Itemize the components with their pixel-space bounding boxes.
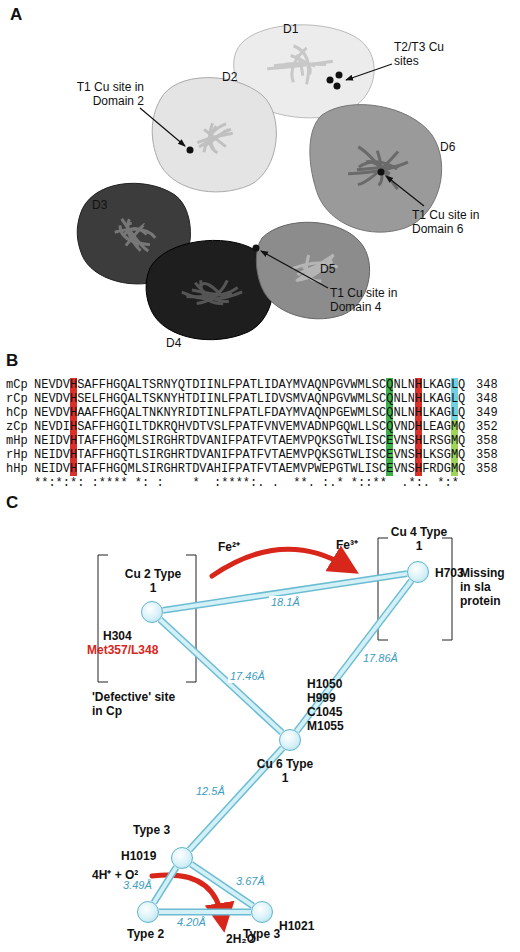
panel-letter: C [6, 494, 18, 512]
alignment-text: 358 [476, 448, 498, 462]
strand [204, 124, 226, 152]
protein-ribbon [77, 25, 441, 340]
tube-line [159, 910, 251, 914]
annotation: D1 [283, 22, 298, 36]
alignment-text: NEIDVHTAFFHGQMLSIRGHRTDVAHIFPATFVTAEMVPW… [34, 462, 465, 476]
annotation: D6 [440, 140, 455, 154]
copper-site: Type 3H1021 [251, 901, 273, 923]
alignment-text: hCp [6, 406, 28, 420]
annotation: Fe²⁺ [218, 540, 240, 554]
annotation: T2/T3 Cu sites [394, 40, 464, 68]
alignment-text: rCp [6, 392, 28, 406]
strand [128, 219, 141, 251]
residue-label: H703 [435, 566, 475, 580]
tube-line [163, 574, 407, 611]
distance-label: 17.86Å [361, 652, 400, 665]
alignment-text: 348 [476, 378, 498, 392]
annotation: T1 Cu site in Domain 4 [330, 286, 426, 314]
alignment-text: 349 [476, 406, 498, 420]
annotation: D3 [92, 198, 107, 212]
annotation: Fe³⁺ [336, 538, 358, 552]
alignment-text: NEVDVHSAFFHGQALTSRNYQTDIINLFPATLIDAYMVAQ… [34, 378, 465, 392]
copper-site: Type 2 [137, 901, 159, 923]
tube-line [159, 909, 251, 916]
annotation: D4 [166, 336, 181, 350]
strand [267, 61, 333, 69]
copper-dots [187, 72, 385, 252]
alignment-text: 358 [476, 462, 498, 476]
alignment-text: mHp [6, 434, 28, 448]
strand [358, 147, 397, 189]
annotation: Missing in sla protein [460, 566, 518, 608]
annotation: D5 [320, 262, 335, 276]
beta-strands [115, 46, 408, 304]
copper-site: Cu 4 Type 1H703 [407, 561, 429, 583]
site-label: Type 2 [127, 927, 177, 941]
alignment-text: rHp [6, 448, 28, 462]
alignment-text: 348 [476, 392, 498, 406]
annotation: 'Defective' site in Cp [92, 690, 182, 718]
copper-site: Cu 2 Type 1H304Met357/L348 [141, 601, 163, 623]
alignment-text: NEVDVHSELFHGQALTSKNYHTDIINLFPATLIDVSMVAQ… [34, 392, 465, 406]
tube-line [154, 867, 176, 902]
site-label: Cu 4 Type 1 [389, 525, 449, 553]
distance-connector [160, 619, 282, 732]
strand [291, 55, 311, 74]
strand [120, 225, 150, 244]
annotation: T1 Cu site in Domain 6 [412, 208, 508, 236]
distance-label: 17.46Å [228, 670, 267, 683]
alignment-text: NEIDVHTAFFHGQMLSIRGHRTDVANIFPATFVTAEMVPQ… [34, 434, 465, 448]
alignment-text: **:*:*: :**** *: : * :****:. . **. :.* *… [34, 476, 459, 490]
tube-line [160, 619, 282, 732]
distance-connector [163, 574, 407, 611]
residue-label: H1019 [121, 849, 167, 863]
distance-connector [154, 867, 176, 902]
panel-letter: B [6, 352, 18, 370]
brackets [98, 538, 452, 682]
site-label: Cu 6 Type 1 [255, 757, 315, 785]
residue-label: H1050 H999 C1045 M1055 [307, 677, 355, 733]
annotation: D2 [222, 70, 237, 84]
residue-label: Met357/L348 [87, 643, 177, 657]
alignment-text: NEVDIHSAFFHGQILTDKRQHVDTVSLFPATFVNVEMVAD… [34, 420, 465, 434]
distance-connector [159, 912, 251, 913]
strand [197, 280, 228, 303]
distance-label: 4.20Å [175, 916, 208, 929]
strand [197, 133, 233, 142]
distance-label: 18.1Å [269, 596, 302, 609]
leader-lines [140, 64, 424, 288]
tube-line [160, 619, 282, 732]
annotation: T1 Cu site in Domain 2 [52, 80, 144, 108]
strand [192, 290, 232, 295]
alignment-text: mCp [6, 378, 28, 392]
alignment-text: NEVDVHAAFFHGQALTNKNYRIDTINLFPATLFDAYMVAQ… [34, 406, 465, 420]
distance-label: 3.49Å [121, 879, 154, 892]
alignment-text: zCp [6, 420, 28, 434]
alignment-text: NEIDVHTAFFHGQTLSIRGHRTDVANIFPATFVTAEMVPQ… [34, 448, 465, 462]
tube-line [163, 574, 407, 611]
site-label: Cu 2 Type 1 [123, 567, 183, 595]
distance-label: 12.5Å [194, 785, 227, 798]
alignment-text: 358 [476, 434, 498, 448]
alignment-text: 352 [476, 420, 498, 434]
strand [122, 219, 149, 251]
residue-label: H304 [103, 629, 143, 643]
alignment-text: hHp [6, 462, 28, 476]
panel-letter: A [10, 6, 22, 24]
distance-label: 3.67Å [234, 875, 267, 888]
copper-site: Type 3H1019 [171, 847, 193, 869]
copper-site: Cu 6 Type 1H1050 H999 C1045 M1055 [279, 729, 301, 751]
residue-label: H1021 [279, 919, 323, 933]
site-label: Type 3 [133, 823, 179, 837]
tube-line [154, 867, 176, 902]
